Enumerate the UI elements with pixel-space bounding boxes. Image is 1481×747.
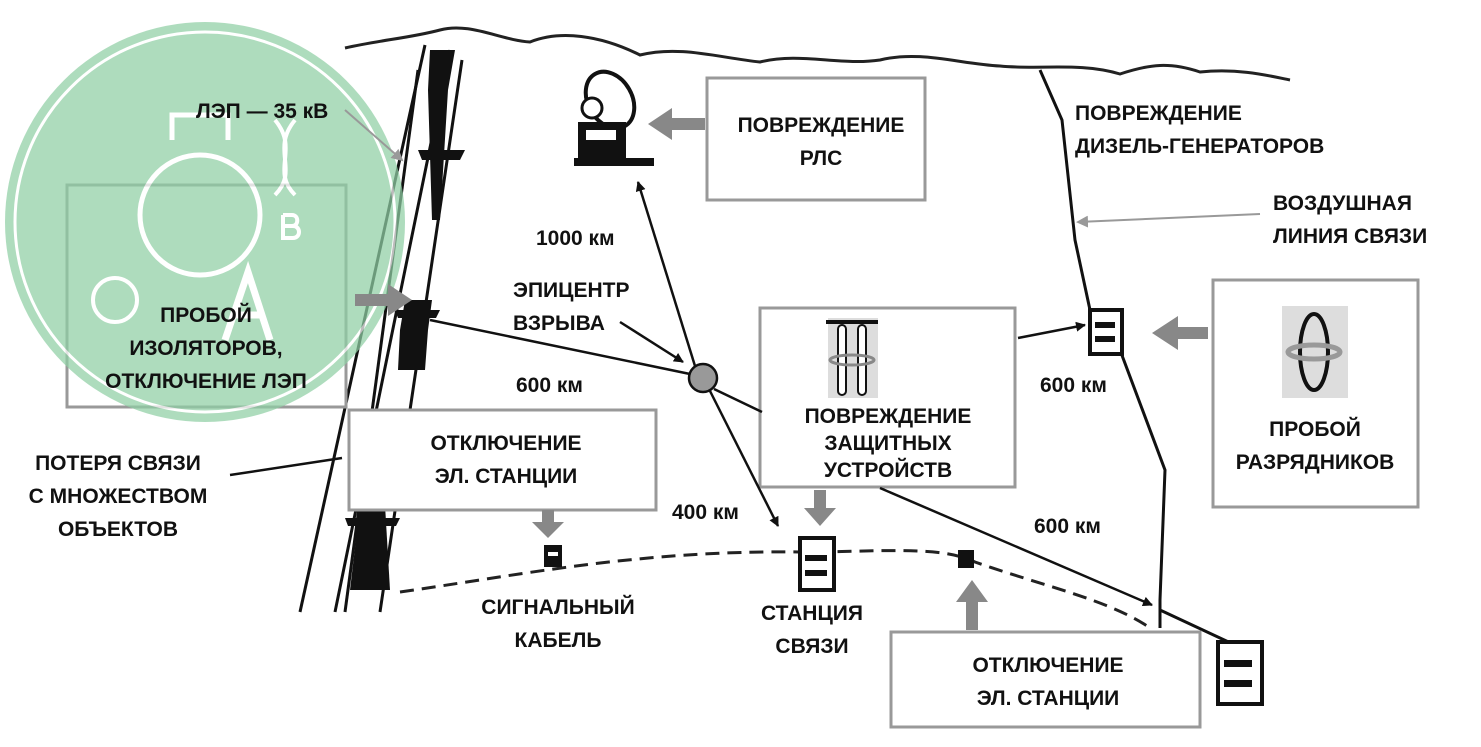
distance-1000-label: 1000 км: [536, 227, 615, 250]
protective-devices-box: [758, 306, 1017, 489]
power-station-shutdown-box-2: [889, 630, 1202, 729]
power-station-shutdown-box-1: [347, 408, 658, 512]
lep-35kv-label: ЛЭП — 35 кВ: [196, 100, 328, 123]
building-icon: [798, 536, 836, 592]
distance-600-left-label: 600 км: [516, 374, 583, 397]
insulators-icon: [826, 318, 878, 398]
arrester-icon: [1282, 306, 1348, 398]
building-icon: [1088, 308, 1124, 356]
radar-damage-box: [705, 76, 927, 202]
distance-400-label: 400 км: [672, 501, 739, 524]
building-icon: [958, 550, 974, 568]
radar-icon: [574, 69, 654, 166]
power-line-towers: [298, 44, 465, 613]
epicenter-marker: [687, 362, 719, 394]
distance-600-right-bottom-label: 600 км: [1034, 515, 1101, 538]
building-icon: [544, 545, 562, 567]
distance-600-right-top-label: 600 км: [1040, 374, 1107, 397]
overhead-comm-line: [1038, 69, 1236, 647]
gray-arrows: [355, 108, 1208, 630]
building-icon: [1216, 640, 1264, 706]
mountains: [344, 26, 1291, 82]
signal-cable: [399, 549, 1151, 630]
watermark-logo: [5, 22, 405, 422]
